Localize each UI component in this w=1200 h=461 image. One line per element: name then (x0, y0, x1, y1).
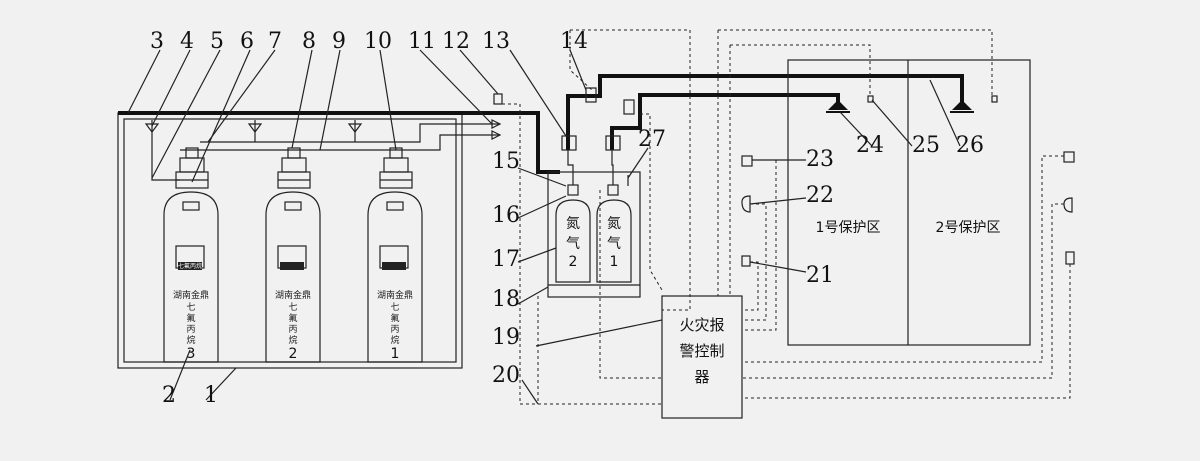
alarm-bell-22 (741, 195, 751, 213)
safety-valve (493, 93, 503, 105)
svg-text:15: 15 (492, 149, 520, 174)
svg-text:1: 1 (204, 383, 218, 408)
cylinder-head-3 (175, 147, 209, 189)
check-valve (144, 123, 160, 133)
svg-text:10: 10 (364, 29, 392, 54)
zone2-discharge-pipe (566, 74, 964, 150)
svg-text:湖南金鼎: 湖南金鼎 (173, 289, 209, 301)
check-valve (347, 123, 363, 133)
svg-text:16: 16 (492, 203, 520, 228)
selector-valve-2 (561, 135, 577, 151)
fire-alarm-controller (661, 295, 743, 419)
svg-text:2: 2 (289, 346, 298, 362)
check-valve (247, 123, 263, 133)
svg-text:23: 23 (806, 147, 834, 172)
svg-text:烷: 烷 (186, 334, 195, 346)
svg-text:14: 14 (560, 29, 588, 54)
svg-text:4: 4 (180, 29, 194, 54)
svg-text:19: 19 (492, 325, 520, 350)
svg-text:18: 18 (492, 287, 520, 312)
svg-text:警控制: 警控制 (679, 342, 724, 360)
svg-text:17: 17 (492, 247, 520, 272)
nitrogen-cabinet (547, 171, 641, 298)
svg-text:2: 2 (162, 383, 176, 408)
nitrogen-cylinder-1: 氮 气 1 (596, 184, 632, 283)
svg-text:氟: 氟 (186, 312, 195, 324)
svg-text:27: 27 (638, 127, 666, 152)
protection-zones (787, 59, 1031, 346)
cylinder-head-1 (379, 147, 413, 189)
svg-text:七: 七 (186, 302, 195, 313)
svg-text:气: 气 (607, 236, 621, 252)
callout-numbers: 3 4 5 6 7 8 9 10 11 12 13 14 15 16 17 18… (150, 29, 984, 408)
nitrogen-cylinder-2: 氮 气 2 (555, 184, 591, 283)
detector-25 (867, 95, 874, 103)
svg-text:七氟丙烷: 七氟丙烷 (178, 262, 202, 270)
zone1-discharge-pipe (610, 93, 840, 150)
sounder-23 (741, 155, 753, 167)
svg-text:6: 6 (240, 29, 254, 54)
svg-text:5: 5 (210, 29, 224, 54)
nozzle-zone1 (828, 100, 848, 110)
svg-text:25: 25 (912, 133, 940, 158)
svg-text:9: 9 (332, 29, 346, 54)
svg-text:丙: 丙 (390, 324, 399, 335)
svg-text:13: 13 (482, 29, 510, 54)
svg-text:烷: 烷 (390, 334, 399, 346)
svg-text:气: 气 (566, 236, 580, 252)
svg-text:11: 11 (408, 29, 436, 54)
svg-text:20: 20 (492, 363, 520, 388)
selector-valve-1 (605, 135, 621, 151)
zone2-label: 2号保护区 (936, 220, 1001, 236)
svg-text:3: 3 (187, 346, 196, 362)
selector-check-valve (491, 130, 502, 140)
svg-text:氮: 氮 (607, 216, 621, 232)
pressure-switch (623, 99, 635, 115)
collector-pipe-left (151, 120, 180, 181)
cylinder-head-2 (277, 147, 311, 189)
agent-cylinder-1: 湖南金鼎 七 氟 丙 烷 1 (367, 191, 423, 363)
agent-cylinder-2: 湖南金鼎 七 氟 丙 烷 2 (265, 191, 321, 363)
nozzle-zone2 (952, 100, 972, 110)
pressure-switch (585, 87, 597, 103)
svg-text:七: 七 (390, 302, 399, 313)
svg-text:3: 3 (150, 29, 164, 54)
svg-text:湖南金鼎: 湖南金鼎 (377, 289, 413, 301)
svg-text:26: 26 (956, 133, 984, 158)
leader-lines (127, 49, 961, 405)
svg-text:湖南金鼎: 湖南金鼎 (275, 289, 311, 301)
svg-text:氟: 氟 (390, 312, 399, 324)
svg-text:2: 2 (569, 254, 578, 270)
svg-text:器: 器 (694, 368, 709, 386)
zone1-label: 1号保护区 (816, 220, 881, 236)
svg-text:七: 七 (288, 302, 297, 313)
svg-text:1: 1 (610, 254, 619, 270)
svg-text:丙: 丙 (288, 324, 297, 335)
svg-text:氟: 氟 (288, 312, 297, 324)
pilot-pipe (180, 134, 500, 151)
svg-text:氮: 氮 (566, 216, 580, 232)
svg-text:24: 24 (856, 133, 884, 158)
agent-cylinder-3: 七氟丙烷 湖南金鼎 七 氟 丙 烷 3 (163, 191, 219, 363)
svg-text:丙: 丙 (186, 324, 195, 335)
svg-text:12: 12 (442, 29, 470, 54)
svg-text:1: 1 (391, 346, 400, 362)
svg-text:21: 21 (806, 263, 834, 288)
release-button-21 (741, 255, 751, 267)
svg-text:8: 8 (302, 29, 316, 54)
svg-text:7: 7 (268, 29, 282, 54)
svg-text:22: 22 (806, 183, 834, 208)
collector-pipe (200, 123, 500, 143)
svg-text:火灾报: 火灾报 (679, 316, 724, 334)
svg-text:烷: 烷 (288, 334, 297, 346)
